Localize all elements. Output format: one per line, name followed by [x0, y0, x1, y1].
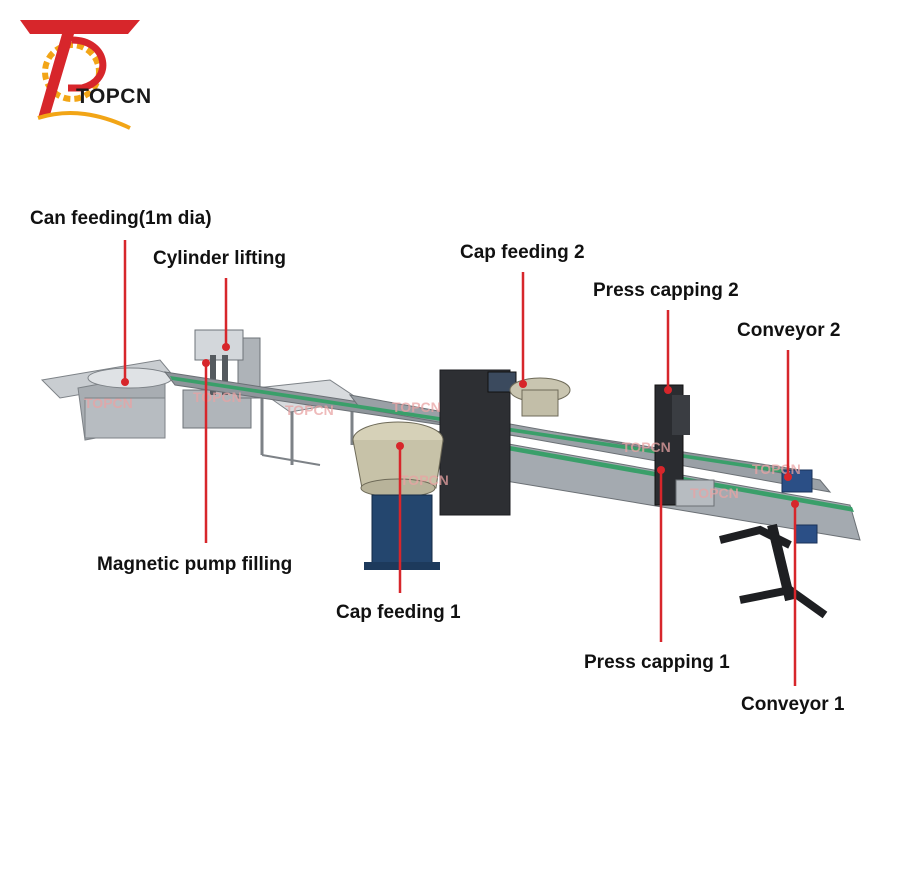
label-magnetic-pump-filling: Magnetic pump filling: [97, 554, 293, 575]
can-feeding-table: [40, 359, 176, 441]
watermark-text: TOPCN: [622, 439, 671, 455]
label-cylinder-lifting: Cylinder lifting: [153, 248, 286, 269]
watermark-text: TOPCN: [400, 472, 449, 488]
watermarks: TOPCN TOPCN TOPCN TOPCN TOPCN TOPCN TOPC…: [84, 389, 801, 501]
cap-feeder-1: [352, 421, 444, 570]
label-conveyor-1: Conveyor 1: [741, 694, 845, 715]
label-cap-feeding-1: Cap feeding 1: [336, 602, 461, 623]
label-cap-feeding-2: Cap feeding 2: [460, 242, 585, 263]
conveyor-stand: [719, 469, 828, 619]
label-press-capping-2: Press capping 2: [593, 280, 739, 301]
watermark-text: TOPCN: [392, 399, 441, 415]
watermark-text: TOPCN: [193, 389, 242, 405]
press-capping-units: [654, 384, 715, 507]
brand-name: TOPCN: [76, 85, 152, 108]
label-press-capping-1: Press capping 1: [584, 652, 730, 673]
leader-lines: [121, 240, 799, 686]
watermark-text: TOPCN: [84, 395, 133, 411]
topcn-logo-icon: [20, 20, 140, 130]
label-can-feeding: Can feeding(1m dia): [30, 208, 212, 229]
watermark-text: TOPCN: [285, 402, 334, 418]
watermark-text: TOPCN: [752, 461, 801, 477]
label-conveyor-2: Conveyor 2: [737, 320, 841, 341]
watermark-text: TOPCN: [690, 485, 739, 501]
filling-machine: [182, 329, 261, 429]
